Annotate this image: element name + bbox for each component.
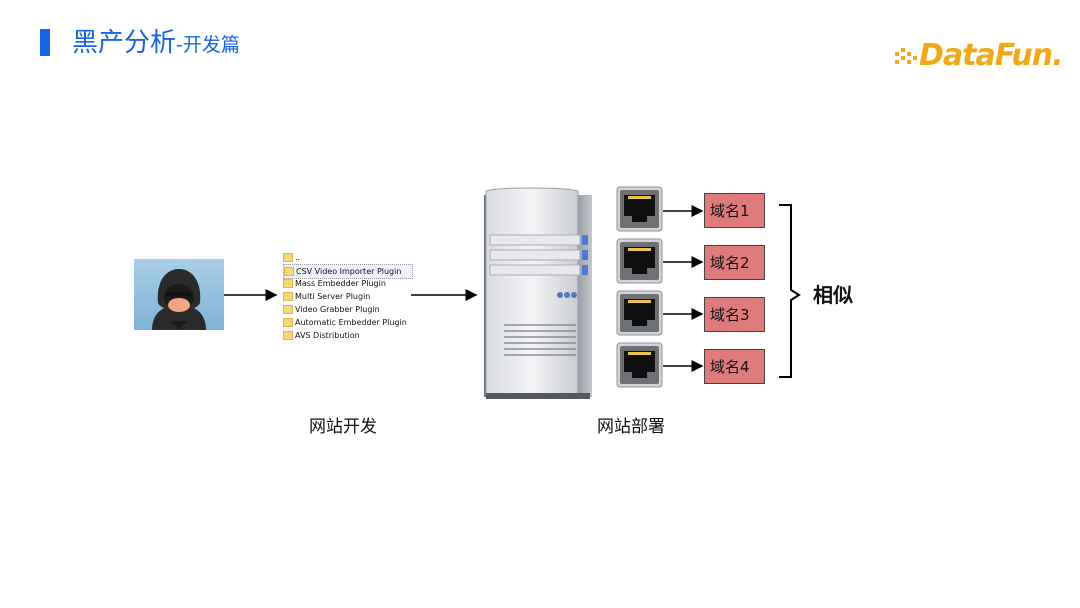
datafun-logo-icon <box>895 48 917 64</box>
plugin-file-list: .. CSV Video Importer Plugin Mass Embedd… <box>283 251 413 343</box>
domain-box-2: 域名2 <box>704 245 765 280</box>
hooded-hacker-icon <box>134 259 224 330</box>
list-item: Video Grabber Plugin <box>283 303 380 316</box>
list-item: Mass Embedder Plugin <box>283 277 386 290</box>
title-main: 黑产分析 <box>72 28 177 58</box>
domain-box-1: 域名1 <box>704 193 765 228</box>
folder-icon <box>283 331 293 340</box>
similar-bracket <box>779 204 801 378</box>
list-item: Multi Server Plugin <box>283 290 370 303</box>
title-accent-bar <box>40 29 50 56</box>
folder-icon <box>283 292 293 301</box>
list-item: AVS Distribution <box>283 329 360 342</box>
server-tower-icon <box>484 187 592 399</box>
folder-icon <box>284 267 294 276</box>
domain-box-3: 域名3 <box>704 297 765 332</box>
logo-text: DataFun. <box>919 38 1063 73</box>
list-item: .. <box>283 251 300 264</box>
caption-deployment: 网站部署 <box>597 417 665 437</box>
folder-icon <box>283 253 293 262</box>
ethernet-port-icon <box>616 290 663 336</box>
title-subtitle: -开发篇 <box>176 34 240 56</box>
folder-icon <box>283 318 293 327</box>
folder-icon <box>283 305 293 314</box>
caption-development: 网站开发 <box>309 417 377 437</box>
domain-box-4: 域名4 <box>704 349 765 384</box>
folder-icon <box>283 279 293 288</box>
list-item: Automatic Embedder Plugin <box>283 316 407 329</box>
list-item: CSV Video Importer Plugin <box>283 264 413 279</box>
ethernet-port-icon <box>616 238 663 284</box>
ethernet-port-icon <box>616 342 663 388</box>
ethernet-port-icon <box>616 186 663 232</box>
page-title: 黑产分析-开发篇 <box>72 27 240 61</box>
similar-label: 相似 <box>813 283 853 307</box>
